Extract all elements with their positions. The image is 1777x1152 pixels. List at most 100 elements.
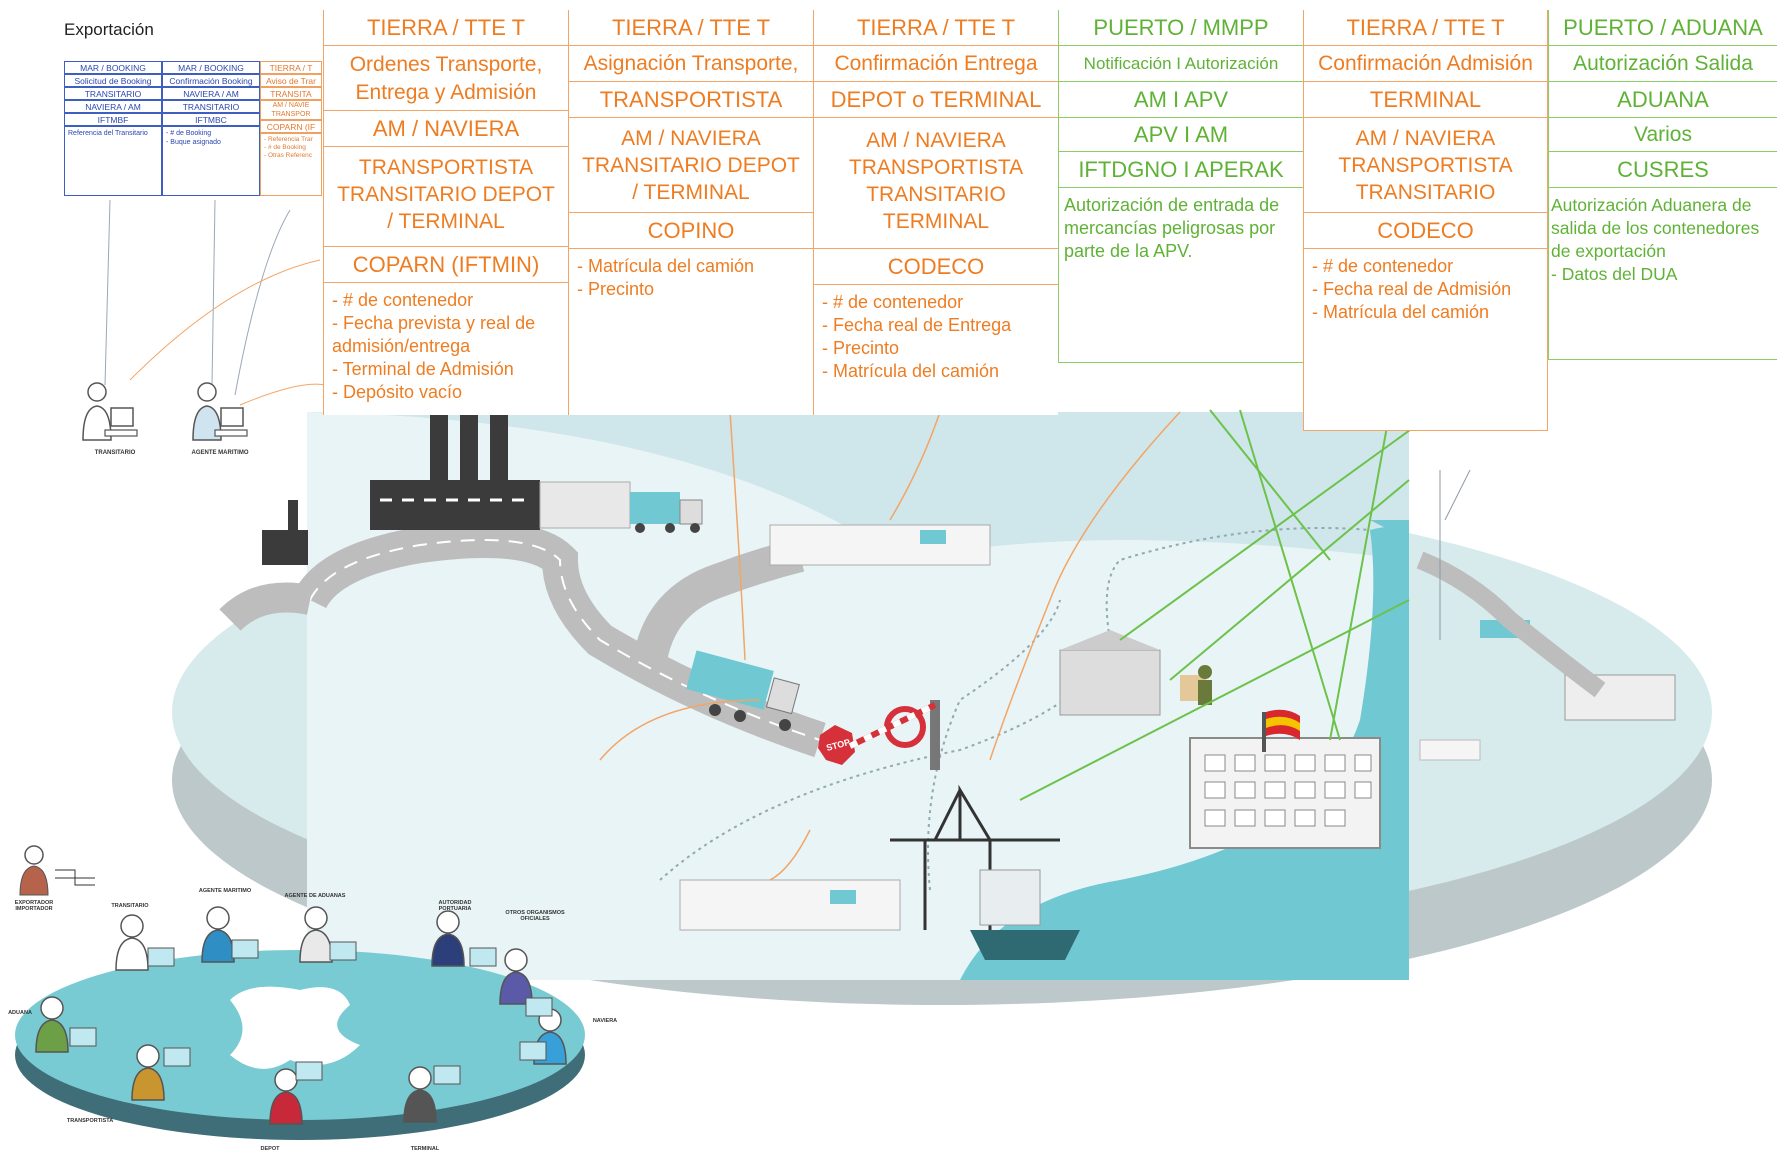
small-cell: NAVIERA / AM bbox=[64, 100, 162, 113]
detail-line: Autorización Aduanera de salida de los c… bbox=[1551, 195, 1760, 261]
column-header: PUERTO / ADUANA bbox=[1549, 10, 1777, 46]
small-column-2: MAR / BOOKING Confirmación Booking NAVIE… bbox=[162, 61, 260, 196]
detail-line: - Matrícula del camión bbox=[1312, 302, 1490, 322]
actor-label-transitario: TRANSITARIO bbox=[94, 450, 136, 456]
detail-line: - Depósito vacío bbox=[332, 382, 463, 402]
sender: ADUANA bbox=[1549, 82, 1777, 118]
small-body-line: - # de Booking bbox=[166, 130, 212, 137]
sender: TRANSPORTISTA bbox=[569, 82, 813, 118]
receivers: AM / NAVIERA TRANSPORTISTA TRANSITARIO T… bbox=[814, 118, 1058, 249]
small-column-3: TIERRA / T Aviso de Trar TRANSITA AM / N… bbox=[260, 61, 322, 196]
detail-line: - # de contenedor bbox=[332, 290, 474, 310]
process-name: Notificación I Autorización bbox=[1059, 46, 1303, 82]
network-roundtable-illustration bbox=[15, 845, 585, 1140]
small-body-line: - # de Booking bbox=[264, 144, 306, 151]
message-details: Autorización de entrada de mercancías pe… bbox=[1059, 188, 1303, 269]
port-crane bbox=[890, 784, 1060, 930]
small-cell: Aviso de Trar bbox=[260, 74, 322, 87]
small-table-title: Exportación bbox=[64, 20, 154, 39]
actor-label-depot: DEPOT bbox=[260, 1146, 280, 1152]
receivers: AM / NAVIERA TRANSPORTISTA TRANSITARIO bbox=[1304, 118, 1547, 213]
actor-label-agente-maritimo: AGENTE MARITIMO bbox=[191, 450, 249, 456]
small-cell: TRANSITARIO bbox=[64, 87, 162, 100]
process-column-confirmacion-entrega: TIERRA / TTE T Confirmación Entrega DEPO… bbox=[813, 10, 1058, 415]
small-cell-body: - # de Booking - Buque asignado bbox=[162, 126, 260, 196]
small-cell: MAR / BOOKING bbox=[64, 61, 162, 74]
process-name: Confirmación Entrega bbox=[814, 46, 1058, 82]
edi-message: CODECO bbox=[1304, 213, 1547, 249]
process-column-confirmacion-admision: TIERRA / TTE T Confirmación Admisión TER… bbox=[1303, 10, 1548, 431]
process-name: Asignación Transporte, bbox=[569, 46, 813, 82]
receivers: Varios bbox=[1549, 118, 1777, 152]
process-column-asignacion-transporte: TIERRA / TTE T Asignación Transporte, TR… bbox=[568, 10, 813, 415]
message-details: - Matrícula del camión - Precinto bbox=[569, 249, 813, 307]
small-cell: MAR / BOOKING bbox=[162, 61, 260, 74]
sea bbox=[960, 526, 1409, 980]
process-column-notificacion-mmpp: PUERTO / MMPP Notificación I Autorizació… bbox=[1058, 10, 1303, 363]
column-header: TIERRA / TTE T bbox=[324, 10, 568, 46]
message-details: - # de contenedor - Fecha real de Entreg… bbox=[814, 285, 1058, 389]
receivers: TRANSPORTISTA TRANSITARIO DEPOT / TERMIN… bbox=[324, 147, 568, 247]
small-body-line: Referencia del Transitario bbox=[68, 130, 148, 137]
column-header: PUERTO / MMPP bbox=[1059, 10, 1303, 46]
detail-line: - Matrícula del camión bbox=[577, 256, 755, 276]
actor-label-otros-organismos: OTROS ORGANISMOS OFICIALES bbox=[505, 910, 565, 922]
small-cell: AM / NAVIE TRANSPOR bbox=[260, 100, 322, 120]
small-cell: NAVIERA / AM bbox=[162, 87, 260, 100]
transitario-person-icon bbox=[82, 382, 138, 441]
small-body-line: - Buque asignado bbox=[166, 139, 221, 146]
actor-label-transportista: TRANSPORTISTA bbox=[66, 1118, 114, 1124]
sender: AM I APV bbox=[1059, 82, 1303, 118]
detail-line: - Precinto bbox=[577, 279, 655, 299]
edi-message: COPARN (IFTMIN) bbox=[324, 247, 568, 283]
sender: DEPOT o TERMINAL bbox=[814, 82, 1058, 118]
detail-line: Autorización de entrada de mercancías pe… bbox=[1064, 195, 1280, 261]
small-cell: IFTMBF bbox=[64, 113, 162, 126]
message-details: - # de contenedor - Fecha real de Admisi… bbox=[1304, 249, 1547, 330]
detail-line: - Fecha real de Entrega bbox=[822, 315, 1012, 335]
column-header: TIERRA / TTE T bbox=[814, 10, 1058, 46]
process-name: Confirmación Admisión bbox=[1304, 46, 1547, 82]
small-cell: Solicitud de Booking bbox=[64, 74, 162, 87]
sender: TERMINAL bbox=[1304, 82, 1547, 118]
small-cell: TRANSITARIO bbox=[162, 100, 260, 113]
column-header: TIERRA / TTE T bbox=[569, 10, 813, 46]
detail-line: - # de contenedor bbox=[822, 292, 964, 312]
small-body-line: - Referencia Trar bbox=[264, 136, 313, 143]
small-cell: TRANSITA bbox=[260, 87, 322, 100]
message-details: - # de contenedor - Fecha prevista y rea… bbox=[324, 283, 568, 410]
column-header: TIERRA / TTE T bbox=[1304, 10, 1547, 46]
factory bbox=[370, 480, 540, 530]
truck bbox=[686, 650, 800, 731]
detail-line: - Precinto bbox=[822, 338, 900, 358]
agente-maritimo-person-icon bbox=[192, 382, 248, 441]
small-cell-body: - Referencia Trar - # de Booking - Otras… bbox=[260, 133, 322, 196]
detail-line: - Matrícula del camión bbox=[822, 361, 1000, 381]
receivers: APV I AM bbox=[1059, 118, 1303, 152]
stop-barrier bbox=[818, 700, 940, 770]
detail-line: - Fecha real de Admisión bbox=[1312, 279, 1512, 299]
actor-label-agente-maritimo: AGENTE MARITIMO bbox=[198, 888, 252, 894]
small-column-1: MAR / BOOKING Solicitud de Booking TRANS… bbox=[64, 61, 162, 196]
actor-label-exportador: EXPORTADOR IMPORTADOR bbox=[14, 900, 54, 912]
small-cell: COPARN (IF bbox=[260, 120, 322, 133]
detail-line: - # de contenedor bbox=[1312, 256, 1454, 276]
edi-message: CODECO bbox=[814, 249, 1058, 285]
process-name: Autorización Salida bbox=[1549, 46, 1777, 82]
small-cell: TIERRA / T bbox=[260, 61, 322, 74]
small-body-line: - Otras Referenc bbox=[264, 152, 313, 159]
actor-label-transitario: TRANSITARIO bbox=[111, 903, 149, 909]
receivers: AM / NAVIERA TRANSITARIO DEPOT / TERMINA… bbox=[569, 118, 813, 213]
actor-label-naviera: NAVIERA bbox=[592, 1018, 618, 1024]
actor-label-agente-aduanas: AGENTE DE ADUANAS bbox=[284, 893, 346, 899]
small-cell: Confirmación Booking bbox=[162, 74, 260, 87]
sender: AM / NAVIERA bbox=[324, 111, 568, 147]
edi-message: COPINO bbox=[569, 213, 813, 249]
process-name: Ordenes Transporte, Entrega y Admisión bbox=[324, 46, 568, 111]
actor-label-aduana: ADUANA bbox=[8, 1010, 32, 1016]
message-details: Autorización Aduanera de salida de los c… bbox=[1549, 188, 1777, 292]
detail-line: - Terminal de Admisión bbox=[332, 359, 514, 379]
edi-message: IFTDGNO I APERAK bbox=[1059, 152, 1303, 188]
